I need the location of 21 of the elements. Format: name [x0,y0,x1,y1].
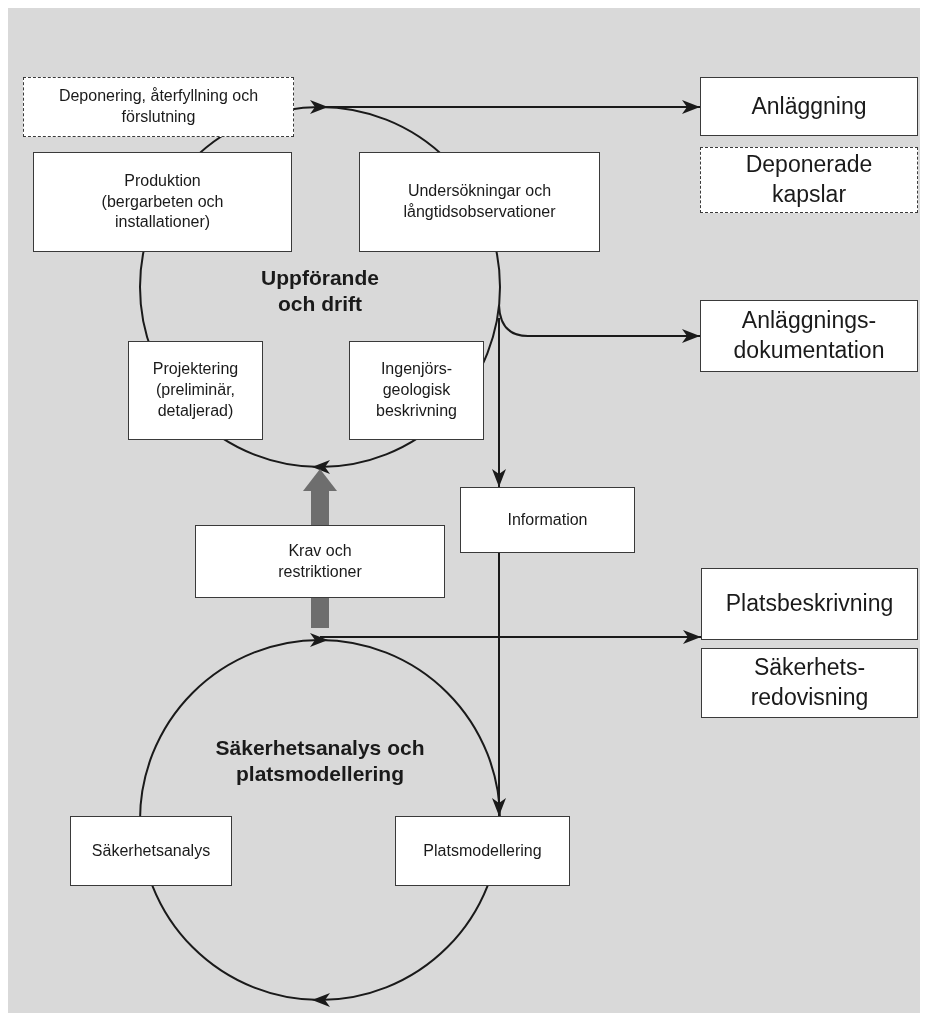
arrow [498,304,701,343]
process-box: Säkerhetsanalys [70,816,232,886]
arrow [492,317,506,488]
arrow [319,630,702,644]
process-box: Säkerhets- redovisning [701,648,918,718]
process-box: Information [460,487,635,553]
process-box: Anläggnings- dokumentation [700,300,918,372]
process-box: Anläggning [700,77,918,136]
process-box: Produktion (bergarbeten och installationer) [33,152,292,252]
thick-arrow [303,469,337,525]
process-box: Projektering (preliminär, detaljerad) [128,341,263,440]
process-box: Platsmodellering [395,816,570,886]
dashed-box: Deponerade kapslar [700,147,918,213]
arrow [492,552,506,817]
process-box: Krav och restriktioner [195,525,445,598]
cycle-title: Uppförande och drift [260,265,380,318]
thick-connector [311,598,329,628]
process-box: Undersökningar och långtidsobservationer [359,152,600,252]
dashed-box: Deponering, återfyllning och förslutning [23,77,294,137]
cycle-title: Säkerhetsanalys och platsmodellering [214,735,426,788]
process-box: Platsbeskrivning [701,568,918,640]
